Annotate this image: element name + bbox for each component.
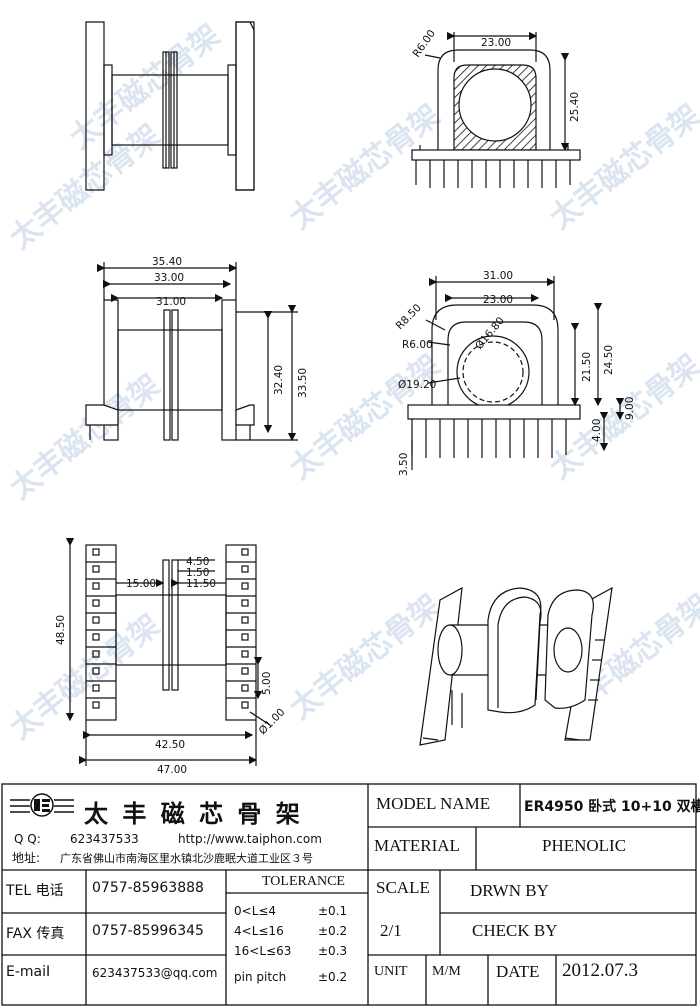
dim-33-50: 33.50 <box>297 368 309 398</box>
dim-r6-right: R6.00 <box>402 339 433 351</box>
dim-35-40: 35.40 <box>152 256 182 268</box>
fax-number: 0757-85996345 <box>92 923 204 939</box>
drawn-by-label: DRWN BY <box>470 881 549 900</box>
qq-number: 623437533 <box>70 832 139 846</box>
view-bottom-left <box>65 537 271 766</box>
svg-text:太丰磁芯骨架: 太丰磁芯骨架 <box>543 98 700 236</box>
dim-23: 23.00 <box>481 37 511 49</box>
dim-23-right: 23.00 <box>483 294 513 306</box>
tol-value-2: ±0.2 <box>318 924 348 938</box>
dim-r8-50: R8.50 <box>394 302 424 332</box>
dim-4: 4.00 <box>591 419 603 442</box>
title-block-grid <box>1 783 697 1006</box>
view-middle-left <box>85 262 298 442</box>
pin-grid-left <box>86 548 116 709</box>
dim-25-40: 25.40 <box>569 92 581 122</box>
dim-4-50: 4.50 <box>186 556 209 568</box>
scale-label: SCALE <box>376 878 430 897</box>
view-middle-right <box>407 276 625 470</box>
svg-text:太丰磁芯骨架: 太丰磁芯骨架 <box>3 608 166 746</box>
pins-middle-right <box>411 419 567 458</box>
email-address[interactable]: 623437533@qq.com <box>92 966 218 980</box>
dim-9: 9.00 <box>624 397 636 420</box>
tel-label: TEL 电话 <box>6 883 64 899</box>
unit-label: UNIT <box>374 964 408 979</box>
dim-3-50: 3.50 <box>398 453 410 476</box>
dim-32-40: 32.40 <box>273 365 285 395</box>
dim-15: 15.00 <box>126 578 156 590</box>
dim-47: 47.00 <box>157 764 187 776</box>
tolerance-label: TOLERANCE <box>262 874 345 889</box>
date-value: 2012.07.3 <box>562 960 638 981</box>
dim-42-50: 42.50 <box>155 739 185 751</box>
dim-d19-20: Ø19.20 <box>398 379 436 391</box>
dim-11-50: 11.50 <box>186 578 216 590</box>
check-by-label: CHECK BY <box>472 921 558 940</box>
dim-33: 33.00 <box>154 272 184 284</box>
svg-text:太丰磁芯骨架: 太丰磁芯骨架 <box>283 98 446 236</box>
svg-text:太丰磁芯骨架: 太丰磁芯骨架 <box>283 588 446 726</box>
tol-range-1: 0<L≤4 <box>234 904 277 918</box>
tol-value-3: ±0.3 <box>318 944 348 958</box>
dim-21-50: 21.50 <box>581 352 593 382</box>
svg-text:太丰磁芯骨架: 太丰磁芯骨架 <box>3 368 166 506</box>
unit-value: M/M <box>432 964 461 979</box>
website[interactable]: http://www.taiphon.com <box>178 832 322 846</box>
dim-24-50: 24.50 <box>603 345 615 375</box>
material-label: MATERIAL <box>374 836 460 855</box>
tol-range-4: pin pitch <box>234 970 287 984</box>
dim-r6: R6.00 <box>411 28 438 60</box>
tol-range-2: 4<L≤16 <box>234 924 284 938</box>
pin-grid-right <box>226 548 256 709</box>
scale-value: 2/1 <box>380 921 402 940</box>
tel-number: 0757-85963888 <box>92 880 204 896</box>
view-top-right <box>411 31 581 188</box>
dim-d16-80: Ø16.80 <box>473 315 507 352</box>
dimension-labels: 23.00 R6.00 25.40 35.40 33.00 31.00 32.4… <box>55 28 636 776</box>
material-value: PHENOLIC <box>542 836 627 855</box>
dim-5: 5.00 <box>261 672 273 695</box>
date-label: DATE <box>496 962 540 981</box>
dim-d1: Ø1.00 <box>257 706 288 737</box>
company-logo <box>10 793 74 817</box>
view-isometric <box>419 586 613 746</box>
dim-1-50: 1.50 <box>186 567 209 579</box>
pins-top-right <box>415 160 571 188</box>
email-label: E-maiI <box>6 964 51 980</box>
qq-label: Q Q: <box>14 832 41 846</box>
model-name: ER4950 卧式 10+10 双槽 <box>524 799 700 815</box>
fax-label: FAX 传真 <box>6 926 65 942</box>
dim-31-left: 31.00 <box>156 296 186 308</box>
address: 广东省佛山市南海区里水镇北沙鹿眠大道工业区３号 <box>60 852 313 865</box>
model-label: MODEL NAME <box>376 794 491 813</box>
dim-31-right: 31.00 <box>483 270 513 282</box>
address-label: 地址: <box>12 851 41 865</box>
tol-range-3: 16<L≤63 <box>234 944 292 958</box>
tol-value-4: ±0.2 <box>318 970 348 984</box>
company-name: 太 丰 磁 芯 骨 架 <box>84 800 303 828</box>
tol-value-1: ±0.1 <box>318 904 348 918</box>
dim-48-50: 48.50 <box>55 615 67 645</box>
view-top-left <box>85 21 255 191</box>
title-block: 太 丰 磁 芯 骨 架 Q Q: 623437533 http://www.ta… <box>0 784 700 1007</box>
